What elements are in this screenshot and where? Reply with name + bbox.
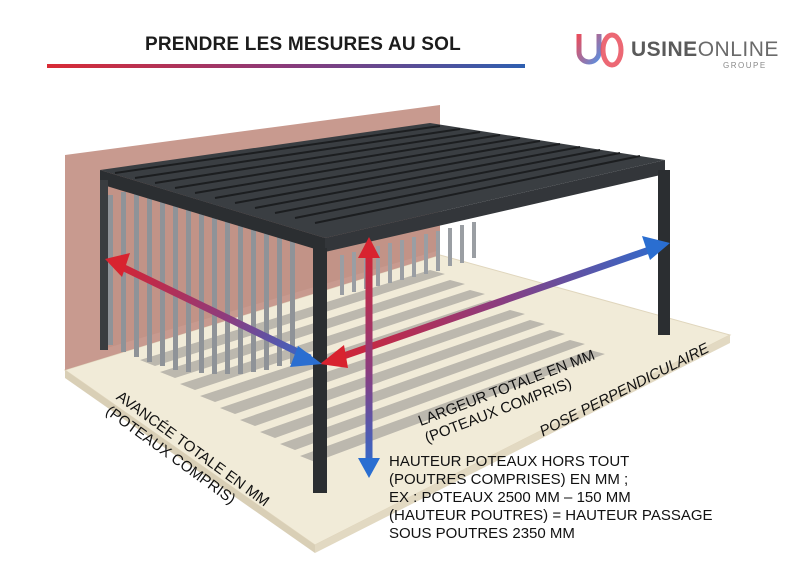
back-screen-slats bbox=[340, 222, 476, 295]
floor-slab-edge-right bbox=[315, 335, 730, 553]
page-title: PRENDRE LES MESURES AU SOL bbox=[145, 34, 461, 55]
post-back-left bbox=[100, 180, 108, 350]
logo-subtitle: GROUPE bbox=[723, 61, 767, 70]
post-front bbox=[313, 248, 327, 493]
height-label: HAUTEUR POTEAUX HORS TOUT (POUTRES COMPR… bbox=[389, 453, 713, 542]
uo-logo-mark bbox=[576, 32, 624, 68]
depth-arrow bbox=[105, 253, 322, 367]
height-arrow bbox=[358, 237, 380, 478]
title-underline bbox=[47, 64, 525, 68]
floor-slab-edge bbox=[65, 370, 315, 553]
width-arrow bbox=[320, 236, 670, 368]
pergola-roof bbox=[100, 123, 665, 252]
usineonline-logo: USINEONLINE GROUPE bbox=[575, 30, 778, 74]
post-right bbox=[658, 170, 670, 335]
logo-wordmark: USINEONLINE bbox=[631, 38, 779, 61]
